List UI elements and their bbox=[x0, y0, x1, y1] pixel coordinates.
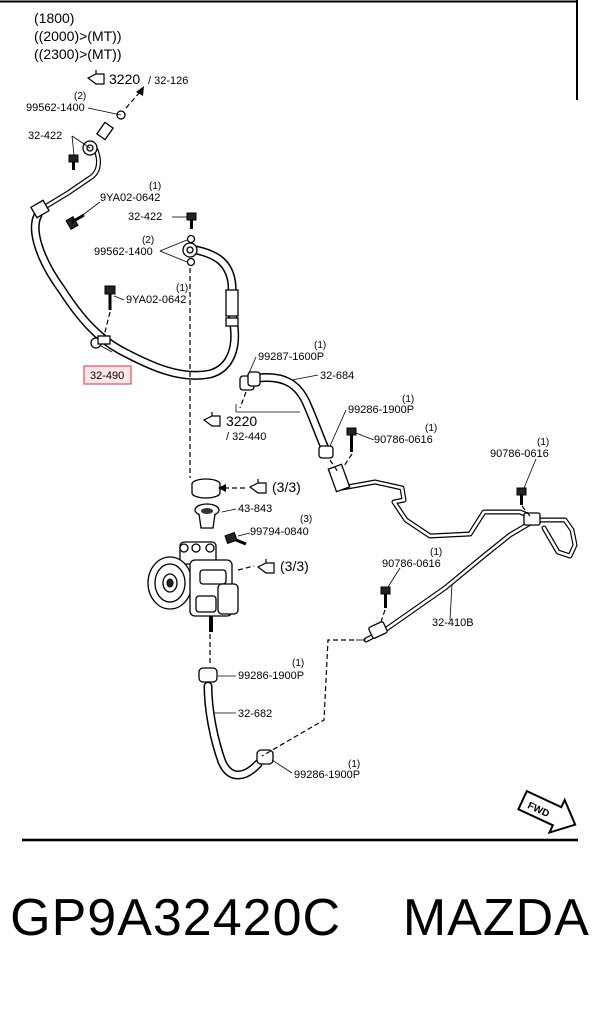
reservoir-cap bbox=[191, 478, 221, 499]
dash-bolt-90786-b bbox=[521, 505, 531, 517]
svg-text:/ 32-440[interactable]: / 32-440 bbox=[226, 431, 266, 443]
qty-99286-b: (1) bbox=[292, 658, 304, 669]
bolt-32-422-mid bbox=[186, 212, 197, 229]
ref-3-3-upper[interactable]: (3/3) bbox=[248, 479, 301, 495]
svg-text:(3/3)[interactable]: (3/3) bbox=[272, 479, 301, 495]
arrow-ref-3-3-upper bbox=[218, 484, 226, 492]
dash-ref-3-3-lower bbox=[237, 565, 255, 571]
banjo-fitting-top bbox=[82, 110, 126, 156]
clamp-99287 bbox=[239, 371, 261, 391]
highlight-box-32-490[interactable] bbox=[83, 365, 132, 385]
label-32-490[interactable]: 32-490 bbox=[90, 370, 124, 382]
power-steering-pump bbox=[147, 541, 239, 632]
clamp-99286-c bbox=[256, 749, 274, 765]
caption-brand: MAZDA bbox=[402, 889, 590, 947]
svg-text:3220[interactable]: 3220 bbox=[109, 71, 140, 87]
pointer-hand-icon bbox=[86, 70, 105, 85]
qty-90786-c: (1) bbox=[430, 547, 442, 558]
dash-ref-3220-top bbox=[125, 91, 141, 109]
pipe-bracket-right bbox=[523, 512, 541, 526]
bolt-90786-a bbox=[346, 427, 357, 452]
bolt-9YA02-a bbox=[65, 213, 85, 231]
label-43-843: 43-843 bbox=[238, 503, 272, 515]
label-99286-1900P-c: 99286-1900P bbox=[294, 769, 360, 781]
hose-crimp-lower bbox=[225, 289, 239, 317]
label-32-684: 32-684 bbox=[320, 370, 354, 382]
label-32-422-top: 32-422 bbox=[28, 130, 62, 142]
label-99562-1400-mid: 99562-1400 bbox=[94, 246, 153, 258]
dash-bolt-90786-c bbox=[379, 609, 386, 626]
svg-text:/ 32-126[interactable]: / 32-126 bbox=[148, 75, 188, 87]
label-32-422-mid: 32-422 bbox=[128, 211, 162, 223]
label-32-410B: 32-410B bbox=[432, 617, 474, 629]
label-90786-0616-a: 90786-0616 bbox=[374, 434, 433, 446]
qty-9YA02-a: (1) bbox=[149, 181, 161, 192]
bolt-90786-c bbox=[380, 586, 391, 608]
clamp-99286-a bbox=[318, 445, 334, 459]
banjo-fitting-mid bbox=[182, 234, 198, 267]
arrow-ref-3220-top bbox=[136, 86, 144, 96]
header-line-1: (1800) bbox=[34, 10, 74, 26]
qty-99287: (1) bbox=[314, 340, 326, 351]
label-99794-0840: 99794-0840 bbox=[250, 526, 309, 538]
qty-90786-a: (1) bbox=[425, 423, 437, 434]
label-99287-1600P: 99287-1600P bbox=[258, 351, 324, 363]
qty-99286-c: (1) bbox=[348, 759, 360, 770]
ref-3-3-lower[interactable]: (3/3) bbox=[256, 558, 309, 574]
label-99286-1900P-a: 99286-1900P bbox=[348, 404, 414, 416]
bolt-90786-b bbox=[516, 487, 527, 505]
pipe-bracket-left bbox=[368, 621, 388, 639]
clamp-99286-b bbox=[198, 667, 218, 683]
reservoir-seal-43-843 bbox=[194, 503, 220, 529]
fwd-arrow: FWD bbox=[517, 789, 577, 835]
qty-99562-top: (2) bbox=[74, 91, 86, 102]
header-line-2: ((2000)>(MT)) bbox=[34, 28, 122, 44]
label-32-682: 32-682 bbox=[238, 708, 272, 720]
ref-3220-top[interactable]: 3220 / 32-126 bbox=[86, 70, 188, 87]
label-90786-0616-b: 90786-0616 bbox=[490, 448, 549, 460]
bolt-9YA02-b bbox=[104, 285, 116, 310]
dash-bolt-b bbox=[103, 311, 111, 337]
label-99562-1400-top: 99562-1400 bbox=[26, 102, 85, 114]
ref-3220-mid[interactable]: 3220 / 32-440 bbox=[202, 412, 266, 443]
label-9YA02-0642-b: 9YA02-0642 bbox=[126, 294, 186, 306]
caption: GP9A32420C MAZDA bbox=[0, 888, 600, 948]
qty-99794: (3) bbox=[300, 514, 312, 525]
dash-bolt-90786-a bbox=[343, 453, 353, 467]
parts-diagram: (1800) ((2000)>(MT)) ((2300)>(MT)) bbox=[0, 0, 578, 842]
header-line-3: ((2300)>(MT)) bbox=[34, 46, 122, 62]
label-90786-0616-c: 90786-0616 bbox=[382, 558, 441, 570]
dash-pipe-to-suction bbox=[261, 639, 354, 757]
qty-99286-a: (1) bbox=[402, 394, 414, 405]
svg-text:3220[interactable]: 3220 bbox=[226, 413, 257, 429]
pipe-fitting-top bbox=[327, 463, 351, 493]
label-99286-1900P-b: 99286-1900P bbox=[238, 670, 304, 682]
dash-clamp-99287 bbox=[239, 391, 247, 409]
pointer-hand-icon bbox=[256, 559, 275, 574]
dash-hose-to-pipe bbox=[329, 459, 339, 473]
hose-crimp-upper bbox=[30, 199, 50, 219]
qty-90786-b: (1) bbox=[537, 437, 549, 448]
leader-lines bbox=[71, 107, 537, 774]
pointer-hand-icon bbox=[202, 412, 221, 427]
pointer-hand-icon bbox=[248, 479, 267, 494]
qty-9YA02-b: (1) bbox=[176, 283, 188, 294]
caption-part-number: GP9A32420C bbox=[10, 889, 342, 947]
svg-text:(3/3)[interactable]: (3/3) bbox=[280, 558, 309, 574]
bolt-32-422-top bbox=[68, 154, 79, 170]
hose-crimp-mid bbox=[225, 317, 239, 327]
bolt-99794 bbox=[224, 531, 247, 546]
qty-99562-mid: (2) bbox=[142, 235, 154, 246]
label-9YA02-0642-a: 9YA02-0642 bbox=[100, 192, 160, 204]
